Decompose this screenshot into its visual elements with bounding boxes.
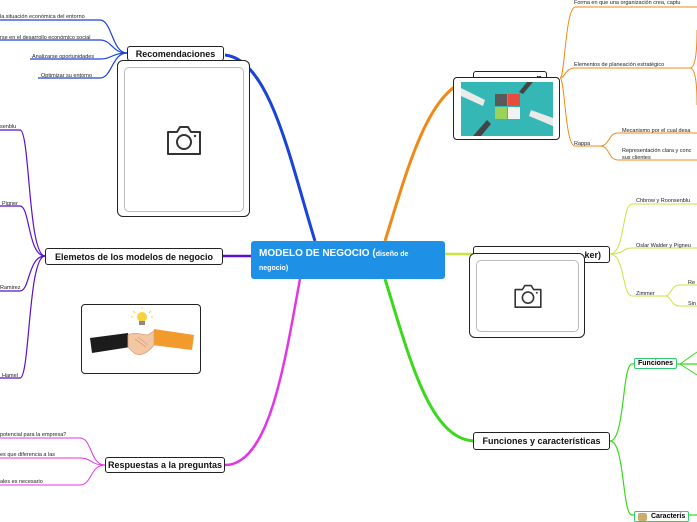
leaf[interactable]: Elementos de planeación estratégico xyxy=(574,62,665,68)
camera-icon xyxy=(167,125,201,155)
leaf[interactable]: Forma en que una organización crea, capt… xyxy=(574,0,681,6)
central-paren-close: ) xyxy=(285,265,289,272)
puzzle-image xyxy=(461,82,553,136)
leaf[interactable]: Rappa xyxy=(574,141,591,147)
leaf[interactable]: rse en el desarrollo económico social xyxy=(0,35,91,41)
leaf[interactable]: Re xyxy=(688,280,696,286)
leaf[interactable]: Optimizar su entorno xyxy=(41,73,93,79)
branch-elementos[interactable]: Elemetos de los modelos de negocio xyxy=(45,248,223,265)
handshake-lightbulb-image xyxy=(81,304,201,374)
branch-label: Recomendaciones xyxy=(135,48,216,59)
camera-icon xyxy=(513,284,542,308)
image-card-autores[interactable] xyxy=(469,253,585,338)
image-placeholder xyxy=(476,260,579,332)
leaf[interactable]: Hamel xyxy=(2,373,18,379)
sub-label: Caracterís xyxy=(651,513,686,520)
handshake-icon xyxy=(90,307,194,355)
leaf[interactable]: Analizarse oportunidades xyxy=(32,54,95,60)
leaf[interactable]: Mecanismo por el cual desa xyxy=(622,128,691,134)
branch-label: Respuestas a la preguntas xyxy=(107,460,223,470)
leaf[interactable]: Chbrow y Roonsenblu xyxy=(636,198,691,204)
leaf[interactable]: la situación económica del entorno xyxy=(0,14,85,20)
branch-respuestas[interactable]: Respuestas a la preguntas xyxy=(105,457,225,473)
leaf[interactable]: senblu xyxy=(0,124,17,130)
leaf[interactable]: es que diferencia a las xyxy=(0,452,56,458)
leaf[interactable]: sus clientes xyxy=(622,155,651,161)
central-paren-open: ( xyxy=(372,248,376,259)
leaf[interactable]: ales es necesario xyxy=(0,479,43,485)
folder-icon xyxy=(638,513,647,521)
branch-recomendaciones[interactable]: Recomendaciones xyxy=(127,46,224,61)
leaf[interactable]: Sin xyxy=(688,301,696,307)
central-subtitle: diseño de negocio xyxy=(259,251,409,272)
central-topic[interactable]: MODELO DE NEGOCIO (diseño de negocio) xyxy=(251,241,445,279)
leaf[interactable]: Ramirez xyxy=(0,285,21,291)
puzzle-photo xyxy=(453,77,560,140)
branch-funciones[interactable]: Funciones y características xyxy=(473,432,610,450)
sub-funciones[interactable]: Funciones xyxy=(634,358,678,369)
leaf[interactable]: Zimmer xyxy=(636,291,655,297)
branch-label: Funciones y características xyxy=(482,436,601,446)
branch-label: ker) xyxy=(584,249,601,260)
leaf[interactable]: Pigner xyxy=(2,201,18,207)
leaf[interactable]: Representación clara y conc xyxy=(622,148,692,154)
leaf[interactable]: Oslar Walder y Pigneu xyxy=(636,243,691,249)
branch-label: Elemetos de los modelos de negocio xyxy=(54,251,214,262)
leaf[interactable]: potencial para la empresa? xyxy=(0,432,67,438)
image-placeholder xyxy=(124,67,244,212)
central-title: MODELO DE NEGOCIO xyxy=(259,248,370,259)
image-card-recomendaciones[interactable] xyxy=(117,60,250,217)
sub-caracteristicas[interactable]: Caracterís xyxy=(634,511,690,522)
